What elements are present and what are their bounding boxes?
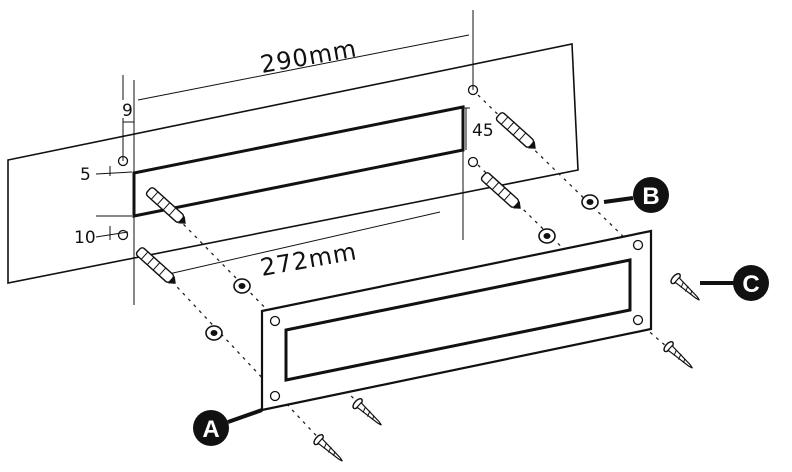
dim-272mm: 272mm: [258, 237, 359, 282]
dim-5: 5: [80, 165, 91, 185]
door-hole-bottom-right: [467, 156, 479, 168]
callout-a-label: A: [202, 416, 219, 443]
callout-b-label: B: [642, 183, 659, 210]
screw-icon: [352, 398, 382, 426]
letter-plate: [260, 229, 653, 412]
wall-plug-icon: [495, 112, 536, 149]
callout-a: A: [193, 408, 263, 446]
wall-plug-icon: [480, 172, 521, 209]
dim-290mm: 290mm: [258, 34, 359, 79]
plate-hole-top-right: [632, 239, 644, 251]
plate-hole-bottom-left: [269, 390, 281, 402]
wall-plug-icon: [135, 247, 176, 284]
callout-c: C: [700, 265, 769, 301]
threaded-bushes: [205, 194, 599, 341]
dim-10: 10: [74, 228, 96, 248]
dimension-labels: 290mm 272mm 45 9 5 10: [74, 34, 494, 282]
callout-b: B: [603, 177, 669, 213]
dim-9: 9: [122, 101, 133, 121]
callout-c-label: C: [742, 271, 759, 298]
door-panel: [7, 43, 579, 284]
screws: [313, 273, 700, 462]
wall-plug-icon: [145, 187, 186, 224]
wall-plugs: [135, 112, 536, 284]
dim-45: 45: [472, 121, 494, 141]
bush-icon: [538, 228, 556, 244]
bush-icon: [233, 278, 251, 294]
plate-hole-bottom-right: [632, 314, 644, 326]
bush-icon: [581, 194, 599, 210]
dimension-lines: [95, 10, 474, 305]
bush-icon: [205, 325, 223, 341]
screw-icon: [663, 341, 693, 369]
screw-icon: [670, 273, 700, 301]
screw-icon: [313, 434, 343, 462]
plate-hole-top-left: [269, 315, 281, 327]
